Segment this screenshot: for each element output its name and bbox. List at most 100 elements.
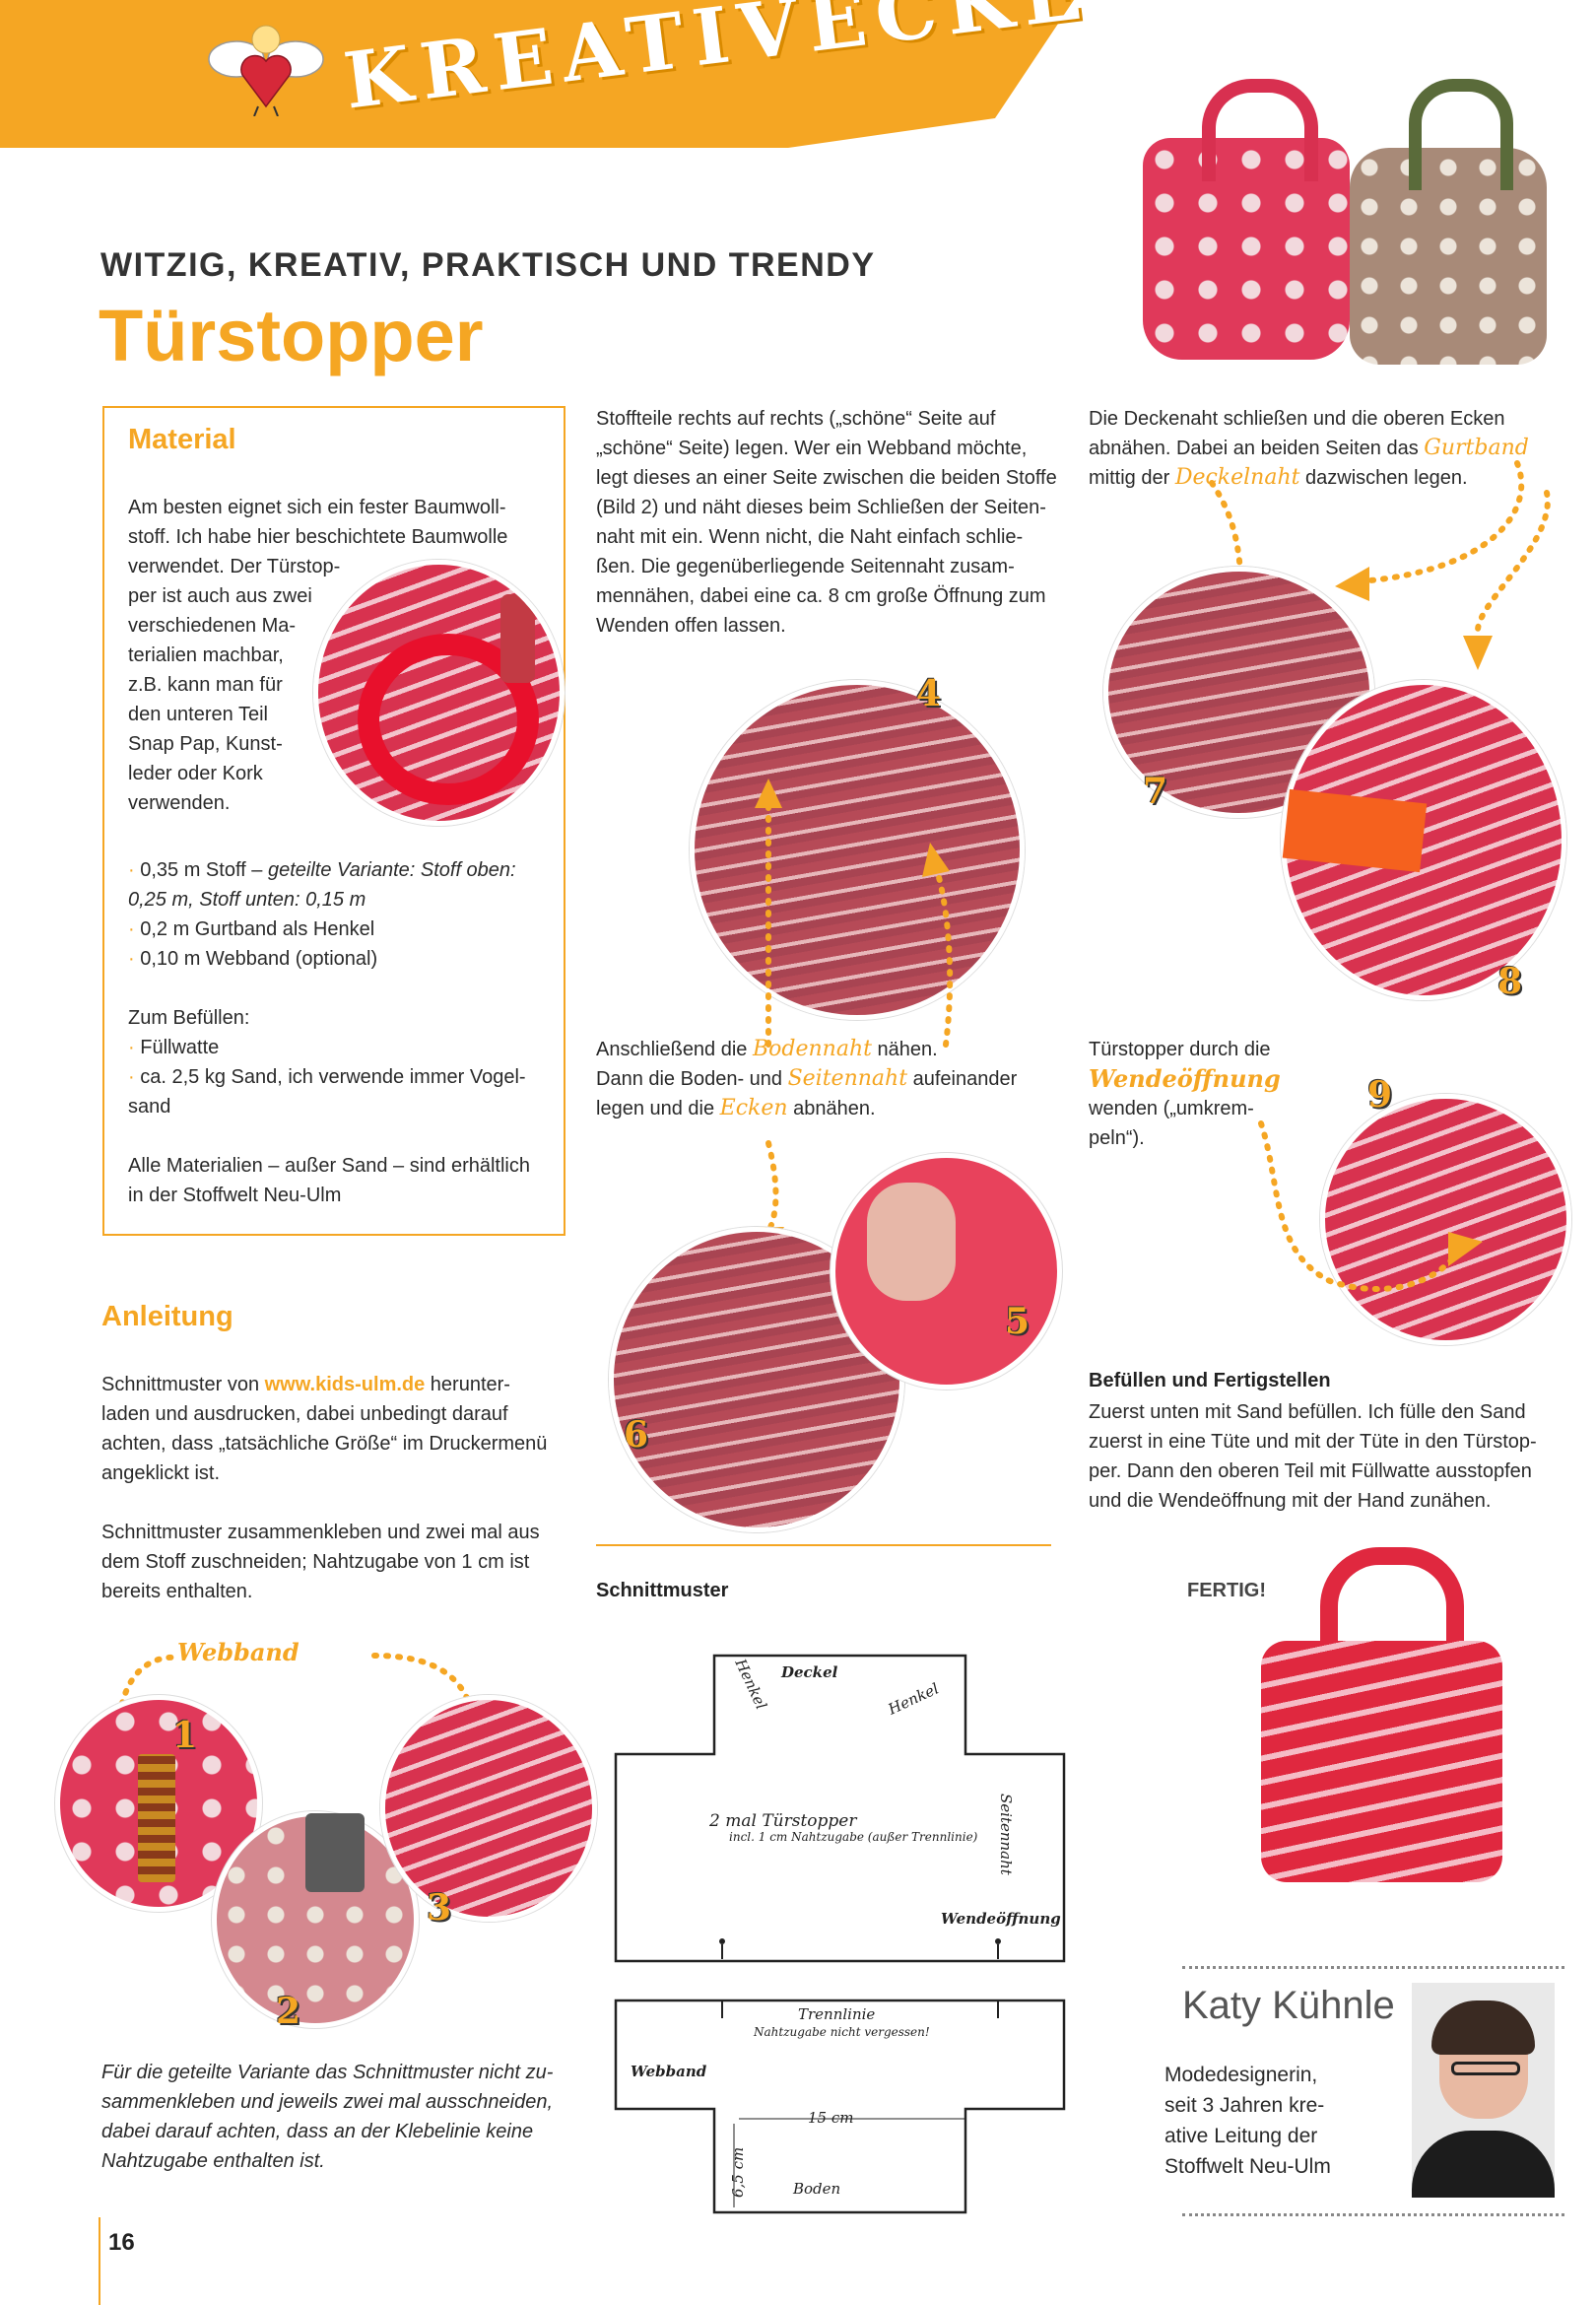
material-item: · 0,10 m Webband (optional): [128, 948, 378, 970]
material-note: in der Stoffwelt Neu-Ulm: [128, 1185, 342, 1206]
text-line: (Bild 2) und näht dieses beim Schließen …: [596, 497, 1046, 518]
step-9-photo: [1320, 1094, 1571, 1345]
anleitung-line: laden und ausdrucken, dabei unbedingt da…: [101, 1403, 508, 1425]
turn-text: Türstopper durch die Wendeöffnung wenden…: [1089, 1035, 1286, 1153]
fill-item: sand: [128, 1096, 171, 1118]
text-line: Wendeöffnung: [1089, 1064, 1281, 1093]
step-number: 1: [172, 1715, 198, 1756]
split-note-line: sammenkleben und jeweils zwei mal aussch…: [101, 2091, 554, 2113]
text-line: und die Wendeöffnung mit der Hand zunähe…: [1089, 1490, 1492, 1512]
pattern-trennlinie-sub: Nahtzugabe nicht vergessen!: [754, 2025, 930, 2039]
schnittmuster-heading: Schnittmuster: [596, 1580, 729, 1601]
text-line: Anschließend die Bodennaht nähen.: [596, 1037, 938, 1061]
text-line: legen und die Ecken abnähen.: [596, 1096, 876, 1120]
kids-ulm-link[interactable]: www.kids-ulm.de: [264, 1374, 426, 1395]
step-4-photo: [690, 680, 1025, 1020]
material-item: 0,25 m, Stoff unten: 0,15 m: [128, 889, 366, 911]
step-number: 8: [1497, 961, 1523, 1002]
anleitung-text: Schnittmuster von www.kids-ulm.de herunt…: [101, 1370, 574, 1606]
steps-mid-bottom: Anschließend die Bodennaht nähen. Dann d…: [596, 1035, 1059, 1123]
material-intro: Am besten eignet sich ein fester Baumwol…: [128, 493, 542, 818]
anleitung-heading: Anleitung: [101, 1301, 233, 1332]
material-intro-line: verschiedenen Ma-: [128, 615, 297, 637]
material-intro-line: verwendet. Der Türstop-: [128, 556, 341, 577]
product-photo-top: [1113, 39, 1566, 365]
step-4-arrows: [755, 779, 954, 1048]
steps-mid-top: Stoffteile rechts auf rechts („schöne“ S…: [596, 404, 1059, 641]
text-line: mennähen, dabei eine ca. 8 cm große Öffn…: [596, 585, 1046, 607]
text-line: mittig der Deckelnaht dazwischen legen.: [1089, 465, 1468, 490]
fill-finish-text: Zuerst unten mit Sand befüllen. Ich füll…: [1089, 1397, 1571, 1516]
author-portrait: [1412, 1983, 1555, 2198]
step-number: 4: [916, 673, 942, 714]
pattern-height: 6,5 cm: [729, 2146, 747, 2198]
step-number: 7: [1143, 771, 1168, 812]
fill-item: · ca. 2,5 kg Sand, ich verwende immer Vo…: [128, 1066, 526, 1088]
anleitung-line: angeklickt ist.: [101, 1462, 221, 1484]
step-number: 6: [624, 1414, 649, 1456]
split-note: Für die geteilte Variante das Schnittmus…: [101, 2058, 584, 2176]
pattern-seitennaht: Seitennaht: [997, 1794, 1015, 1875]
author-bio: Modedesignerin, seit 3 Jahren kre- ative…: [1164, 2060, 1381, 2182]
fill-finish-heading: Befüllen und Fertigstellen: [1089, 1370, 1331, 1391]
material-intro-line: z.B. kann man für: [128, 674, 283, 696]
text-line: Wenden offen lassen.: [596, 615, 786, 637]
text-line: peln“).: [1089, 1127, 1145, 1149]
text-line: ßen. Die gegenüberliegende Seitennaht zu…: [596, 556, 1015, 577]
material-list: · 0,35 m Stoff – geteilte Variante: Stof…: [128, 855, 552, 1210]
anleitung-line: bereits enthalten.: [101, 1581, 253, 1602]
bio-line: seit 3 Jahren kre-: [1164, 2094, 1325, 2117]
material-intro-line: Snap Pap, Kunst-: [128, 733, 283, 755]
material-intro-line: leder oder Kork: [128, 763, 263, 784]
pattern-trennlinie: Trennlinie: [798, 2005, 876, 2023]
pattern-main-sub: incl. 1 cm Nahtzugabe (außer Trennlinie): [729, 1830, 978, 1844]
step-number: 2: [276, 1991, 301, 2032]
material-heading: Material: [128, 424, 236, 455]
material-intro-line: terialien machbar,: [128, 644, 284, 666]
page-title: Türstopper: [99, 295, 484, 376]
text-line: Türstopper durch die: [1089, 1039, 1271, 1060]
step-number: 3: [427, 1887, 452, 1929]
material-intro-line: stoff. Ich habe hier beschichtete Baumwo…: [128, 526, 508, 548]
material-box: [102, 406, 565, 1236]
steps-right-top: Die Deckenaht schließen und die oberen E…: [1089, 404, 1562, 493]
fill-item: · Füllwatte: [128, 1037, 220, 1058]
text-line: abnähen. Dabei an beiden Seiten das Gurt…: [1089, 436, 1529, 460]
step-3-photo: [380, 1695, 597, 1922]
text-line: per. Dann den oberen Teil mit Füllwatte …: [1089, 1460, 1532, 1482]
angel-mascot-icon: [208, 25, 324, 116]
pattern-main-label: 2 mal Türstopper: [709, 1811, 857, 1831]
anleitung-line: Schnittmuster zusammenkleben und zwei ma…: [101, 1522, 540, 1543]
author-divider-bottom: [1182, 2213, 1564, 2216]
split-note-line: dabei darauf achten, dass an der Klebeli…: [101, 2121, 534, 2142]
material-intro-line: Am besten eignet sich ein fester Baumwol…: [128, 497, 506, 518]
fertig-label: FERTIG!: [1187, 1580, 1266, 1601]
bio-line: Stoffwelt Neu-Ulm: [1164, 2155, 1331, 2178]
bio-line: Modedesignerin,: [1164, 2064, 1318, 2086]
step-number: 5: [1005, 1301, 1031, 1342]
text-line: Dann die Boden- und Seitennaht aufeinand…: [596, 1066, 1018, 1091]
bio-line: ative Leitung der: [1164, 2125, 1318, 2147]
material-intro-line: verwenden.: [128, 792, 231, 814]
text-line: Die Deckenaht schließen und die oberen E…: [1089, 408, 1505, 430]
section-divider: [596, 1544, 1051, 1546]
text-line: Stoffteile rechts auf rechts („schöne“ S…: [596, 408, 996, 430]
anleitung-line: achten, dass „tatsächliche Größe“ im Dru…: [101, 1433, 548, 1455]
subtitle: WITZIG, KREATIV, PRAKTISCH UND TRENDY: [100, 246, 876, 284]
fill-heading: Zum Befüllen:: [128, 1007, 250, 1029]
webband-label: Webband: [177, 1638, 299, 1666]
step-number: 9: [1367, 1074, 1393, 1116]
author-divider-top: [1182, 1966, 1564, 1969]
finished-doorstop-photo: [1261, 1547, 1527, 1892]
anleitung-line: Schnittmuster von www.kids-ulm.de herunt…: [101, 1374, 510, 1395]
material-item: · 0,2 m Gurtband als Henkel: [128, 918, 375, 940]
pattern-webband: Webband: [631, 2063, 707, 2080]
pattern-boden: Boden: [793, 2180, 841, 2198]
text-line: wenden („umkrem-: [1089, 1098, 1254, 1119]
sewing-pattern: [614, 1654, 1066, 2214]
material-note: Alle Materialien – außer Sand – sind erh…: [128, 1155, 530, 1177]
page-edge-rule: [99, 2217, 100, 2305]
material-intro-line: den unteren Teil: [128, 704, 268, 725]
text-line: Zuerst unten mit Sand befüllen. Ich füll…: [1089, 1401, 1526, 1423]
split-note-line: Für die geteilte Variante das Schnittmus…: [101, 2062, 554, 2083]
